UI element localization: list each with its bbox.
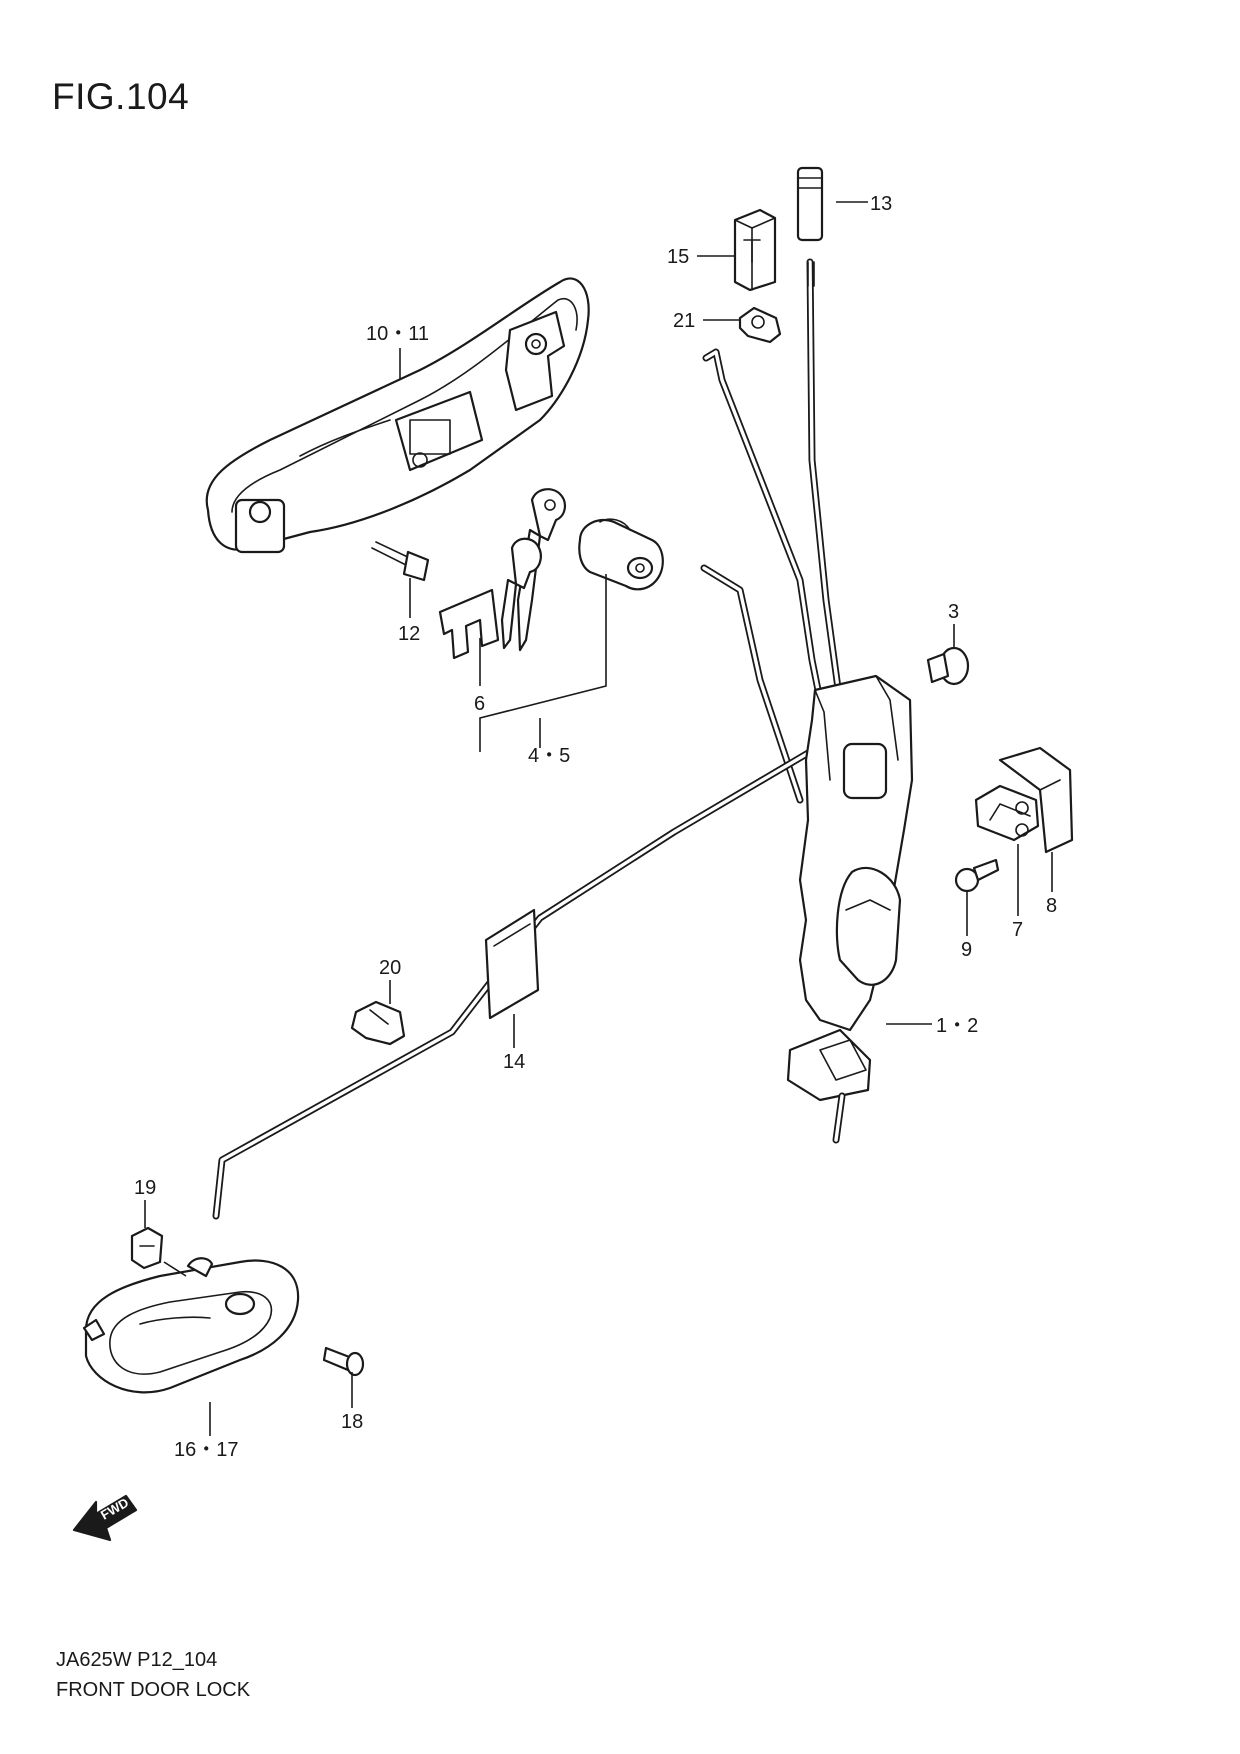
outside-handle-10-11 (205, 277, 590, 554)
keys-4-5 (500, 488, 566, 652)
rod-upper-bent (702, 348, 824, 704)
callout-15: 15 (667, 246, 689, 268)
inside-handle-16-17 (82, 1257, 300, 1394)
screw-9 (954, 858, 1000, 893)
clip-20 (350, 1000, 406, 1046)
callout-6: 6 (474, 693, 485, 715)
callout-19: 19 (134, 1177, 156, 1199)
callout-7: 7 (1012, 919, 1023, 941)
rod-14-long (212, 738, 880, 1220)
leader-lines (144, 201, 1053, 1436)
bush-3 (926, 646, 970, 686)
figure-caption: FRONT DOOR LOCK (56, 1679, 251, 1701)
bolt-12 (371, 541, 430, 582)
callout-9: 9 (961, 939, 972, 961)
callout-16-17: 16・17 (174, 1439, 239, 1461)
callout-8: 8 (1046, 895, 1057, 917)
callout-1-2: 1・2 (936, 1015, 978, 1037)
figure-title: FIG.104 (52, 76, 190, 117)
figure-footer: JA625W P12_104 FRONT DOOR LOCK (56, 1645, 250, 1705)
clip-19 (130, 1226, 164, 1270)
door-lock-1-2 (786, 674, 914, 1144)
figure-code: JA625W P12_104 (56, 1649, 218, 1671)
rod-middle-bent (700, 564, 804, 804)
callout-4-5: 4・5 (528, 745, 570, 767)
rod-end-13 (796, 166, 824, 287)
callout-labels: 13 15 21 10・11 12 6 4・5 3 7 8 9 1・2 14 2… (134, 193, 1057, 1461)
callout-13: 13 (870, 193, 892, 215)
shim-8 (998, 746, 1074, 854)
callout-18: 18 (341, 1411, 363, 1433)
callout-10-11: 10・11 (366, 323, 429, 345)
fwd-arrow-icon: FWD (72, 1495, 138, 1542)
pad-14 (484, 908, 540, 1020)
callout-12: 12 (398, 623, 420, 645)
callout-14: 14 (503, 1051, 525, 1073)
screw-18 (322, 1346, 365, 1377)
callout-20: 20 (379, 957, 401, 979)
grommet-15 (733, 208, 777, 292)
clip-21 (738, 306, 782, 344)
retainer-6 (438, 588, 500, 660)
cylinder-4-5 (578, 518, 664, 591)
callout-21: 21 (673, 310, 695, 332)
callout-3: 3 (948, 601, 959, 623)
striker-7 (974, 784, 1040, 842)
